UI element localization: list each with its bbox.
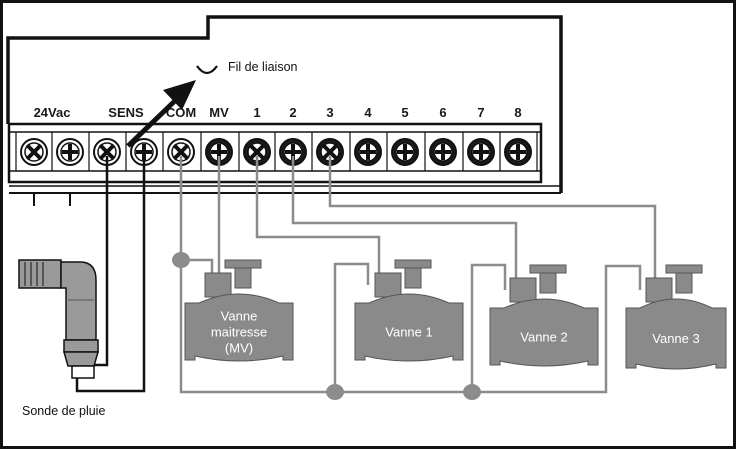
- terminal-label: 8: [514, 105, 521, 120]
- jumper-wire: [196, 65, 218, 75]
- terminal-screw: [462, 132, 495, 171]
- valve-2: Vanne 2: [489, 264, 599, 367]
- jumper-arrow-shaft: [126, 94, 182, 148]
- valve-label-line: (MV): [225, 341, 253, 356]
- valve-3: Vanne 3: [625, 264, 727, 370]
- splice-node-v2: [463, 384, 481, 400]
- terminal-label: SENS: [108, 105, 144, 120]
- valve-label-line: maitresse: [211, 325, 267, 340]
- rain-sensor: [18, 259, 99, 379]
- valve-1: Vanne 1: [354, 259, 464, 362]
- splice-node-v1: [326, 384, 344, 400]
- terminal-label: 6: [439, 105, 446, 120]
- terminal-screw: [424, 132, 457, 171]
- terminal-screw: [51, 132, 84, 171]
- terminal-label: 5: [401, 105, 408, 120]
- station-2-wire: [291, 156, 518, 290]
- terminal-label: 4: [364, 105, 372, 120]
- terminal-label: MV: [209, 105, 229, 120]
- common-to-v1: [333, 262, 370, 392]
- valve-label-line: Vanne: [221, 309, 258, 324]
- jumper-arrow-head: [163, 80, 196, 110]
- terminal-screw: [274, 132, 307, 171]
- common-to-v2: [470, 263, 507, 392]
- terminal-screw: [311, 132, 344, 171]
- terminal-screw: [15, 132, 48, 171]
- rain-sensor-label: Sonde de pluie: [22, 404, 105, 418]
- jumper-label: Fil de liaison: [228, 60, 298, 74]
- terminal-screw: [386, 132, 419, 171]
- common-wire-bus: [179, 260, 642, 394]
- terminal-label: 1: [253, 105, 260, 120]
- terminal-label: 24Vac: [34, 105, 71, 120]
- valve-label-line: Vanne 2: [520, 330, 567, 345]
- terminal-labels: 24Vac SENS COM MV 1 2 3 4 5 6 7 8: [34, 105, 522, 120]
- terminal-screw: [349, 132, 382, 171]
- terminal-screw: [499, 132, 532, 171]
- controller-housing: [6, 15, 563, 193]
- splice-node-common: [172, 252, 190, 268]
- terminal-label: 2: [289, 105, 296, 120]
- terminal-label: 3: [326, 105, 333, 120]
- terminal-label: 7: [477, 105, 484, 120]
- terminal-screw: [88, 132, 121, 171]
- valve-label-line: Vanne 3: [652, 331, 699, 346]
- terminal-label: COM: [166, 105, 196, 120]
- station-1-wire: [255, 156, 381, 285]
- sensor-wire-b: [75, 156, 146, 393]
- terminal-screw: [162, 132, 195, 171]
- valve-label-line: Vanne 1: [385, 325, 432, 340]
- station-3-wire: [328, 156, 657, 290]
- terminal-screws: [15, 132, 538, 171]
